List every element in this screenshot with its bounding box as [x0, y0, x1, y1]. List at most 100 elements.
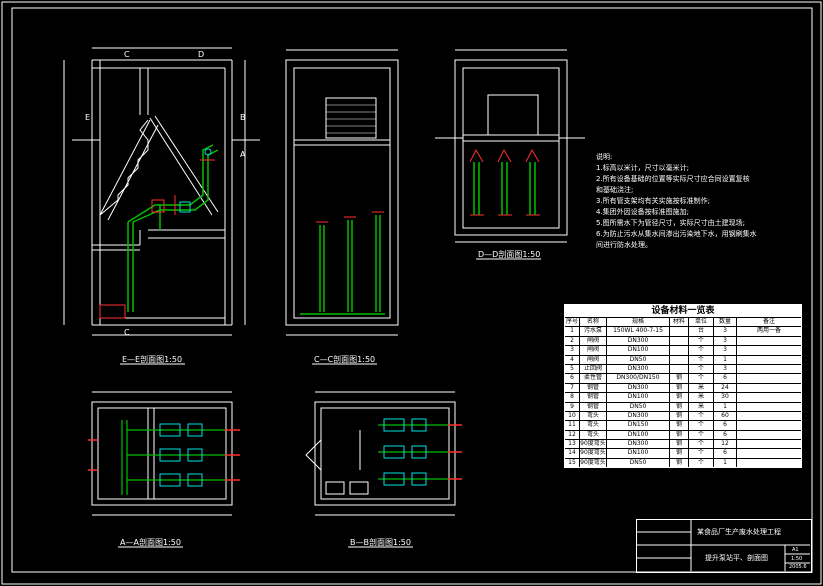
materials-cell: 1: [714, 402, 737, 411]
section-aa-pipes: [121, 420, 225, 495]
materials-cell: DN100: [607, 393, 670, 402]
section-aa-fittings: [88, 429, 240, 481]
materials-cell: [737, 459, 801, 467]
materials-cell: 6: [565, 374, 580, 383]
section-cc-pipes: [300, 215, 385, 315]
section-ee-fittings: [99, 159, 215, 319]
section-bb-pipes: [378, 424, 448, 480]
materials-cell: 钢: [670, 449, 689, 458]
materials-cell: 钢: [670, 458, 689, 468]
sheet-border-inner: [11, 7, 813, 573]
section-dd: [435, 49, 585, 243]
materials-cell: 14: [565, 449, 580, 458]
materials-cell: 60: [714, 411, 737, 421]
materials-cell: 3: [714, 336, 737, 346]
section-cc: [285, 49, 399, 336]
header-cell: 备注: [762, 318, 775, 325]
materials-cell: 12: [565, 430, 580, 440]
view-title-dd: D—D剖面图1:50: [478, 250, 541, 259]
materials-cell: DN150: [607, 421, 670, 430]
note-line: 间进行防水处理。: [596, 241, 652, 249]
materials-cell: 1: [714, 355, 737, 364]
materials-cell: DN50: [607, 402, 670, 411]
materials-cell: 米: [689, 402, 714, 411]
materials-cell: DN300: [607, 336, 670, 346]
materials-cell: 钢: [670, 383, 689, 393]
materials-cell: 10: [565, 411, 580, 421]
materials-cell: [670, 346, 689, 355]
section-bb-fittings: [448, 424, 462, 480]
materials-cell: 弯头: [580, 421, 607, 430]
materials-cell: DN100: [607, 430, 670, 440]
materials-cell: 闸阀: [580, 355, 607, 364]
section-aa-valves: [159, 423, 203, 487]
marker-e-left: E: [85, 113, 91, 122]
materials-cell: 个: [689, 421, 714, 430]
materials-cell: 弯头: [580, 411, 607, 421]
materials-cell: 米: [689, 393, 714, 402]
materials-cell: [737, 412, 801, 420]
title-underlines: [118, 258, 541, 548]
materials-cell: 150WL 400-7-15: [607, 327, 670, 336]
materials-cell: [737, 440, 801, 448]
section-dd-pipes: [473, 162, 536, 215]
materials-cell: 11: [565, 421, 580, 430]
materials-cell: 污水泵: [580, 327, 607, 336]
materials-cell: 6: [714, 430, 737, 440]
header-cell: 序号: [565, 318, 580, 327]
materials-cell: 6: [714, 374, 737, 383]
materials-cell: 7: [565, 383, 580, 393]
materials-cell: 个: [689, 458, 714, 468]
note-line: 6.为防止污水从集水间渗出污染地下水，用钢刷集水: [596, 230, 757, 238]
materials-cell: 3: [565, 346, 580, 355]
note-line: 4.集团外因设备按标准图施加;: [596, 208, 690, 216]
note-line: 5.图所需水下为管径尺寸，实际尺寸由土建现场;: [596, 219, 746, 227]
section-ee: [63, 47, 260, 336]
materials-cell: [737, 449, 801, 457]
materials-cell: 1: [714, 458, 737, 468]
materials-cell: 个: [689, 449, 714, 458]
note-line: 和基础浇注;: [596, 186, 634, 194]
materials-cell: DN100: [607, 449, 670, 458]
header-cell: 名称: [580, 318, 607, 327]
materials-cell: DN50: [607, 458, 670, 468]
materials-cell: 15: [565, 458, 580, 468]
materials-cell: 钢: [670, 440, 689, 449]
drawing-name: 提升泵站平、剖面图: [705, 554, 768, 562]
materials-cell: 5: [565, 364, 580, 374]
materials-cell: 8: [565, 393, 580, 402]
materials-cell: 柔性管: [580, 374, 607, 383]
materials-cell: [737, 393, 801, 401]
materials-cell: 钢: [670, 402, 689, 411]
section-bb-valves: [383, 418, 427, 486]
marker-d-top: D: [198, 50, 205, 59]
materials-cell: DN300: [607, 440, 670, 449]
materials-cell: 个: [689, 346, 714, 355]
materials-cell: [737, 346, 801, 354]
header-cell: 规格: [607, 318, 670, 327]
materials-cell: [670, 327, 689, 336]
header-cell: 数量: [714, 318, 737, 327]
materials-cell: 钢: [670, 411, 689, 421]
title-block: 某食品厂生产废水处理工程 提升泵站平、剖面图 A1 1:50 2005.6: [636, 519, 812, 573]
section-bb: [305, 391, 456, 516]
materials-cell: [737, 403, 801, 411]
materials-cell: DN100: [607, 346, 670, 355]
materials-cell: 24: [714, 383, 737, 393]
materials-cell: 个: [689, 440, 714, 449]
materials-cell: 个: [689, 355, 714, 364]
materials-cell: [737, 337, 801, 345]
materials-cell: 台: [689, 327, 714, 336]
materials-cell: 30: [714, 393, 737, 402]
section-aa: [91, 391, 233, 516]
materials-cell: [670, 336, 689, 346]
